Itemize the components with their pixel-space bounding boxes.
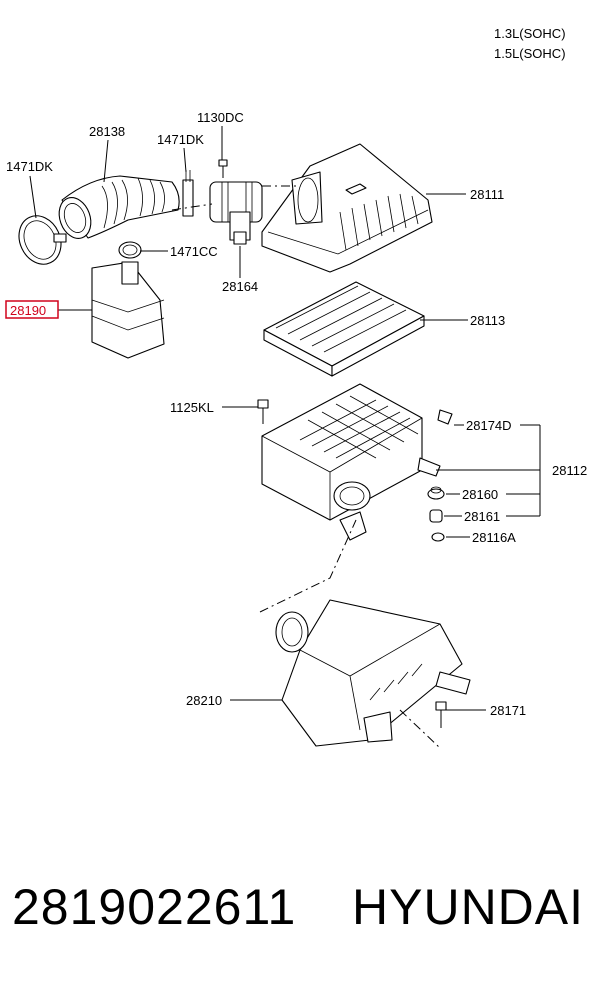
nut-28116a bbox=[431, 532, 445, 542]
engine-spec-line-2: 1.5L(SOHC) bbox=[494, 46, 566, 61]
part-number: 2819022611 bbox=[12, 879, 297, 935]
leader-lines bbox=[29, 126, 541, 711]
label-28161: 28161 bbox=[464, 509, 500, 524]
collar-28161 bbox=[429, 509, 443, 523]
label-1471dk-mid: 1471DK bbox=[157, 132, 204, 147]
label-28112: 28112 bbox=[552, 463, 587, 478]
label-1130dc: 1130DC bbox=[197, 110, 244, 125]
engine-spec-line-1: 1.3L(SOHC) bbox=[494, 26, 566, 41]
hose-clamp-left bbox=[18, 215, 67, 265]
screw-1130dc bbox=[218, 159, 228, 178]
label-28160: 28160 bbox=[462, 487, 498, 502]
bolt-28171 bbox=[435, 701, 447, 728]
clip-28174d bbox=[437, 409, 453, 425]
label-28116a: 28116A bbox=[472, 530, 516, 545]
brand-name: HYUNDAI bbox=[352, 879, 585, 935]
label-28138: 28138 bbox=[89, 124, 125, 139]
label-28190: 28190 bbox=[10, 303, 46, 318]
air-filter-element bbox=[263, 281, 425, 377]
airflow-sensor bbox=[209, 181, 263, 245]
label-28171: 28171 bbox=[490, 703, 526, 718]
label-28164: 28164 bbox=[222, 279, 258, 294]
label-28113: 28113 bbox=[470, 313, 505, 328]
clamp-1471cc bbox=[118, 241, 142, 259]
bottom-caption: 2819022611 HYUNDAI bbox=[0, 868, 600, 958]
label-28174d: 28174D bbox=[466, 418, 512, 433]
label-1125kl: 1125KL bbox=[170, 400, 214, 415]
grommet-28160 bbox=[427, 486, 445, 500]
resonator-28190 bbox=[91, 261, 165, 359]
bolt-1125kl bbox=[257, 399, 269, 424]
assembly-guide-lines bbox=[171, 185, 441, 749]
air-cleaner-body bbox=[261, 383, 441, 541]
label-28210: 28210 bbox=[186, 693, 222, 708]
hose-clamp-mid bbox=[182, 170, 194, 217]
label-28190-highlighted[interactable]: 28190 bbox=[5, 300, 59, 319]
label-28111: 28111 bbox=[470, 187, 504, 202]
label-1471dk-left: 1471DK bbox=[6, 159, 53, 174]
air-intake-duct bbox=[275, 599, 471, 747]
label-1471cc: 1471CC bbox=[170, 244, 218, 259]
intake-hose bbox=[58, 175, 180, 239]
air-cleaner-cover bbox=[261, 143, 433, 273]
